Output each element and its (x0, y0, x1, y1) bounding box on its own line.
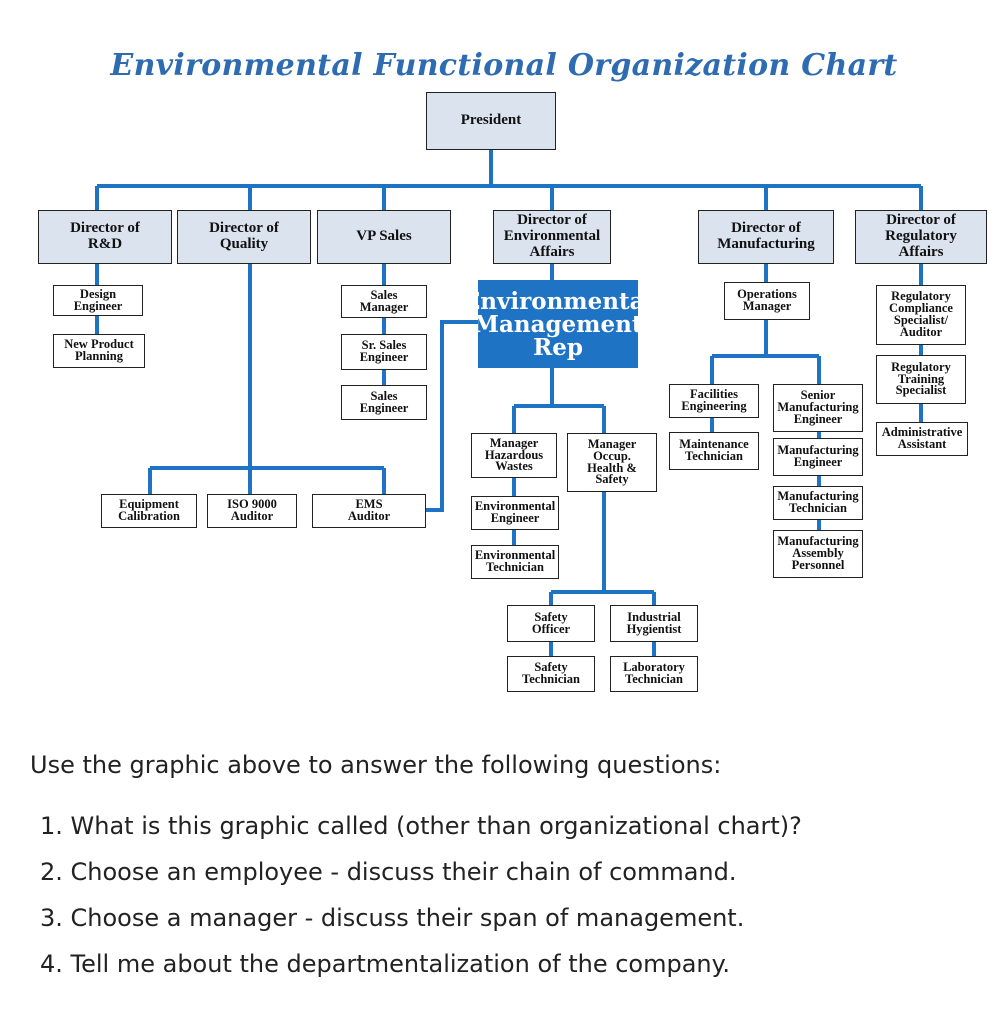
industrial-hygienist-box: Industrial Hygientist (610, 605, 698, 642)
senior-manufacturing-engineer-box: Senior Manufacturing Engineer (773, 384, 863, 432)
director-quality-box: Director of Quality (177, 210, 311, 264)
manager-occupational-health-safety-box: Manager Occup. Health & Safety (567, 433, 657, 492)
safety-officer-box: Safety Officer (507, 605, 595, 642)
facilities-engineering-box: Facilities Engineering (669, 384, 759, 418)
new-product-planning-box: New Product Planning (53, 334, 145, 368)
environmental-technician-box: Environmental Technician (471, 545, 559, 579)
operations-manager-box: Operations Manager (724, 282, 810, 320)
questions-list: 1. What is this graphic called (other th… (40, 812, 802, 996)
director-manufacturing-box: Director of Manufacturing (698, 210, 834, 264)
equipment-calibration-box: Equipment Calibration (101, 494, 197, 528)
manufacturing-technician-box: Manufacturing Technician (773, 486, 863, 520)
iso-9000-auditor-box: ISO 9000 Auditor (207, 494, 297, 528)
maintenance-technician-box: Maintenance Technician (669, 432, 759, 470)
environmental-engineer-box: Environmental Engineer (471, 496, 559, 530)
environmental-management-rep-box: Environmental Management Rep (478, 280, 638, 368)
question-item: 2. Choose an employee - discuss their ch… (40, 858, 737, 886)
vp-sales-box: VP Sales (317, 210, 451, 264)
regulatory-training-specialist-box: Regulatory Training Specialist (876, 355, 966, 404)
laboratory-technician-box: Laboratory Technician (610, 656, 698, 692)
sales-manager-box: Sales Manager (341, 285, 427, 318)
safety-technician-box: Safety Technician (507, 656, 595, 692)
question-item: 1. What is this graphic called (other th… (40, 812, 802, 840)
sr-sales-engineer-box: Sr. Sales Engineer (341, 334, 427, 370)
director-rd-box: Director of R&D (38, 210, 172, 264)
ems-auditor-box: EMS Auditor (312, 494, 426, 528)
manufacturing-assembly-personnel-box: Manufacturing Assembly Personnel (773, 530, 863, 578)
sales-engineer-box: Sales Engineer (341, 385, 427, 420)
manufacturing-engineer-box: Manufacturing Engineer (773, 438, 863, 476)
director-regulatory-box: Director of Regulatory Affairs (855, 210, 987, 264)
design-engineer-box: Design Engineer (53, 285, 143, 316)
president-box: President (426, 92, 556, 150)
connector-lines (95, 150, 923, 656)
question-item: 3. Choose a manager - discuss their span… (40, 904, 745, 932)
manager-hazardous-wastes-box: Manager Hazardous Wastes (471, 433, 557, 478)
chart-title: Environmental Functional Organization Ch… (110, 48, 898, 83)
administrative-assistant-box: Administrative Assistant (876, 422, 968, 456)
question-item: 4. Tell me about the departmentalization… (40, 950, 731, 978)
questions-intro: Use the graphic above to answer the foll… (30, 751, 722, 779)
regulatory-compliance-specialist-box: Regulatory Compliance Specialist/ Audito… (876, 285, 966, 345)
director-environmental-box: Director of Environmental Affairs (493, 210, 611, 264)
